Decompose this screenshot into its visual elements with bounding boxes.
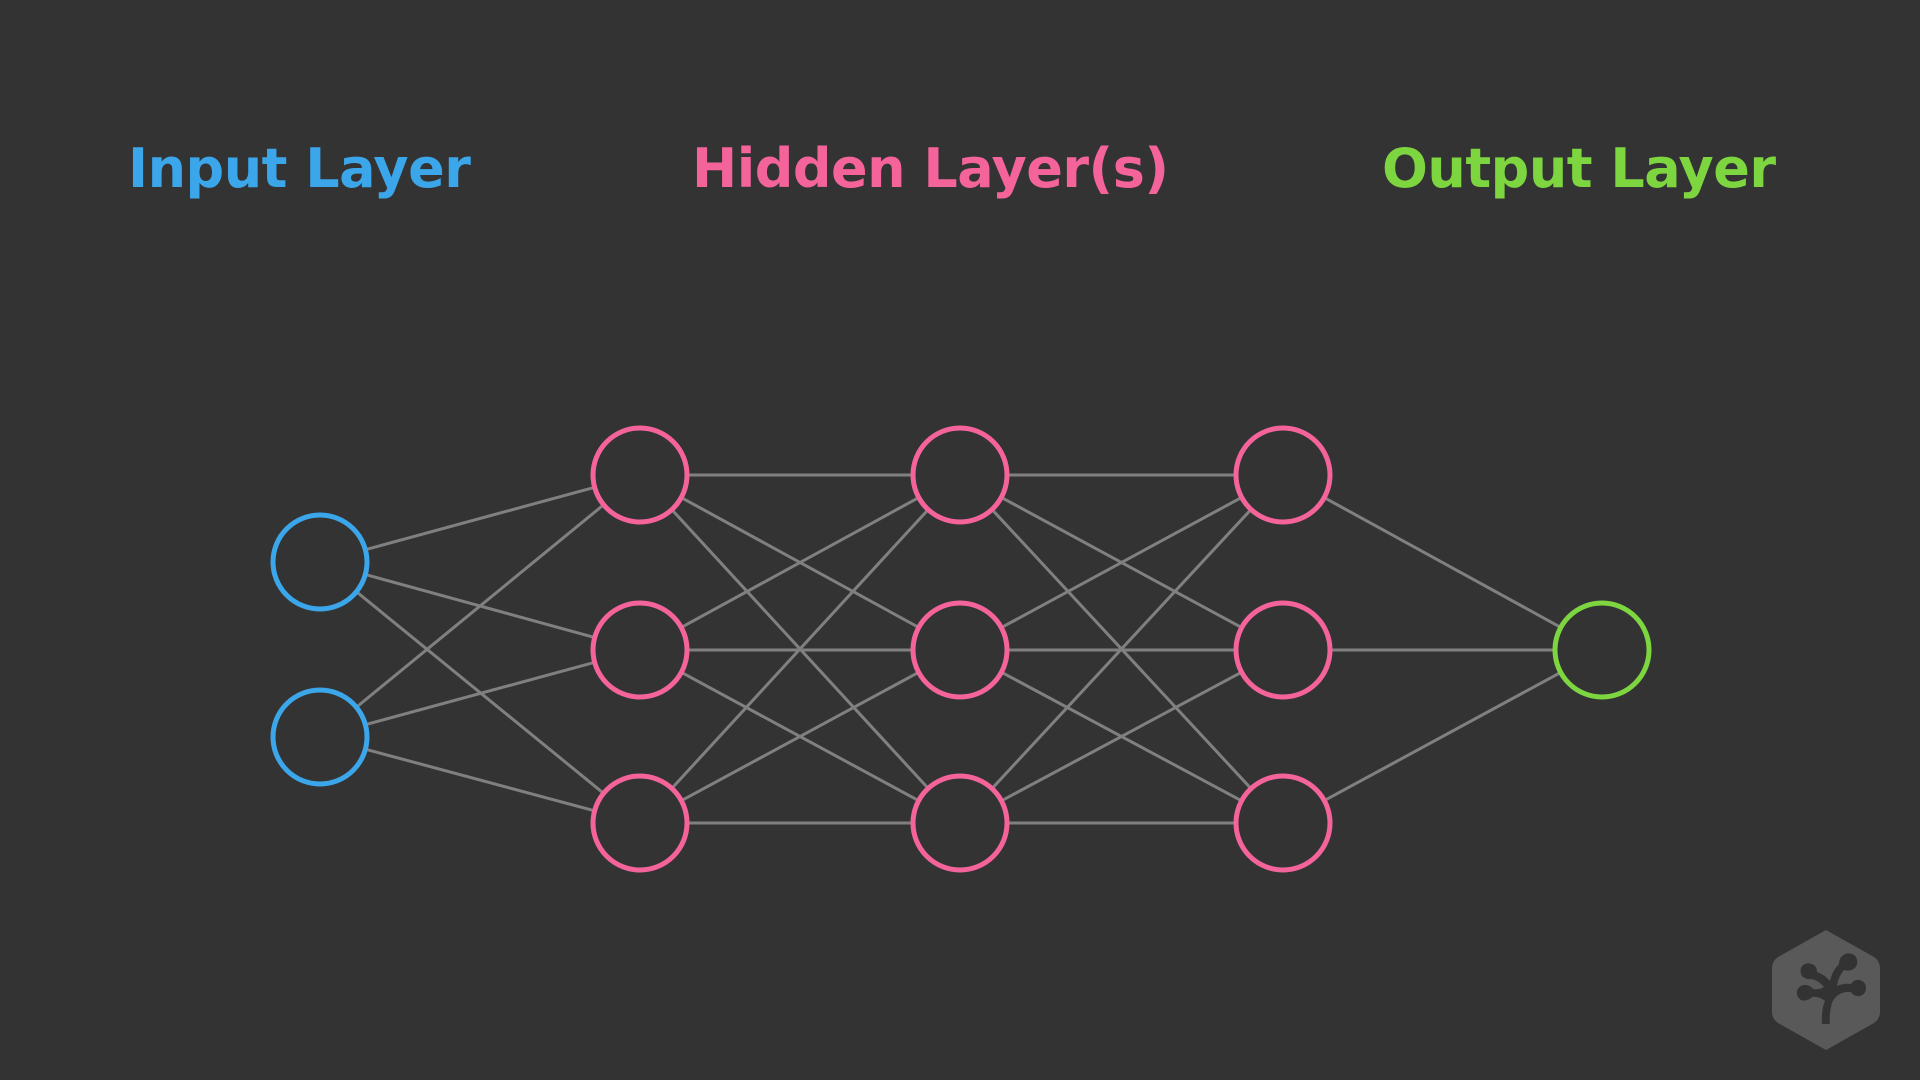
- connection-edge: [999, 495, 1244, 630]
- connection-edge: [670, 508, 930, 790]
- neuron-node-hidden-4-3: [1233, 773, 1333, 873]
- connection-edge: [363, 485, 597, 552]
- connection-edge: [354, 503, 606, 709]
- connection-edge: [679, 670, 921, 803]
- neuron-node-hidden-3-1: [910, 425, 1010, 525]
- connection-edge: [363, 660, 597, 727]
- neuron-node-hidden-2-1: [590, 425, 690, 525]
- logo-tree-mark: [1796, 953, 1866, 1024]
- neuron-node-hidden-3-3: [910, 773, 1010, 873]
- neuron-node-hidden-2-2: [590, 600, 690, 700]
- connection-edge: [999, 670, 1244, 803]
- neuron-node-hidden-2-3: [590, 773, 690, 873]
- connection-edge: [363, 747, 597, 813]
- treehouse-logo-icon: [1771, 930, 1881, 1050]
- connection-edge: [1322, 496, 1563, 629]
- nodes-group: [270, 425, 1652, 873]
- neuron-node-input-1-2: [270, 687, 370, 787]
- connection-edge: [990, 507, 1253, 791]
- connection-edge: [1322, 670, 1563, 803]
- edges-group: [354, 473, 1563, 825]
- neuron-node-input-1-1: [270, 512, 370, 612]
- neuron-node-output-5-1: [1552, 600, 1652, 700]
- neuron-node-hidden-4-2: [1233, 600, 1333, 700]
- neuron-node-hidden-4-1: [1233, 425, 1333, 525]
- neuron-node-hidden-3-2: [910, 600, 1010, 700]
- connection-edge: [679, 496, 921, 629]
